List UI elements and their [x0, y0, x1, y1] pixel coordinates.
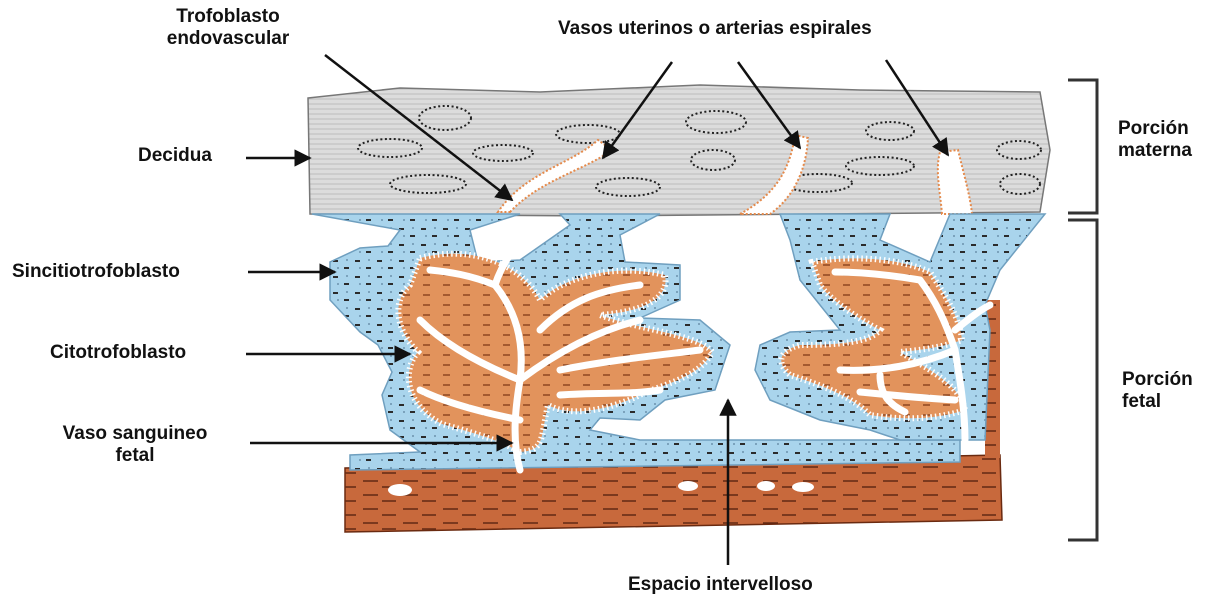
square-bracket-icon [1068, 80, 1097, 540]
decidua-layer [308, 85, 1050, 216]
label-espacio-intervelloso: Espacio intervelloso [628, 574, 813, 596]
label-citotrofoblasto: Citotrofoblasto [50, 342, 186, 364]
villi-right [755, 214, 1045, 440]
label-line: materna [1118, 140, 1192, 162]
label-trofoblasto-endovascular: Trofoblasto endovascular [128, 6, 328, 50]
label-decidua: Decidua [138, 145, 212, 167]
label-sincitiotrofoblasto: Sincitiotrofoblasto [12, 261, 180, 283]
label-line: Trofoblasto [128, 6, 328, 28]
label-vasos-uterinos: Vasos uterinos o arterias espirales [558, 18, 872, 40]
label-line: fetal [1122, 391, 1193, 413]
label-line: Porción [1118, 118, 1192, 140]
label-line: fetal [30, 445, 240, 467]
label-vaso-sanguineo-fetal: Vaso sanguineo fetal [30, 423, 240, 467]
label-line: Porción [1122, 369, 1193, 391]
label-line: endovascular [128, 28, 328, 50]
label-porcion-materna: Porción materna [1118, 118, 1192, 162]
label-porcion-fetal: Porción fetal [1122, 369, 1193, 413]
label-line: Vaso sanguineo [30, 423, 240, 445]
